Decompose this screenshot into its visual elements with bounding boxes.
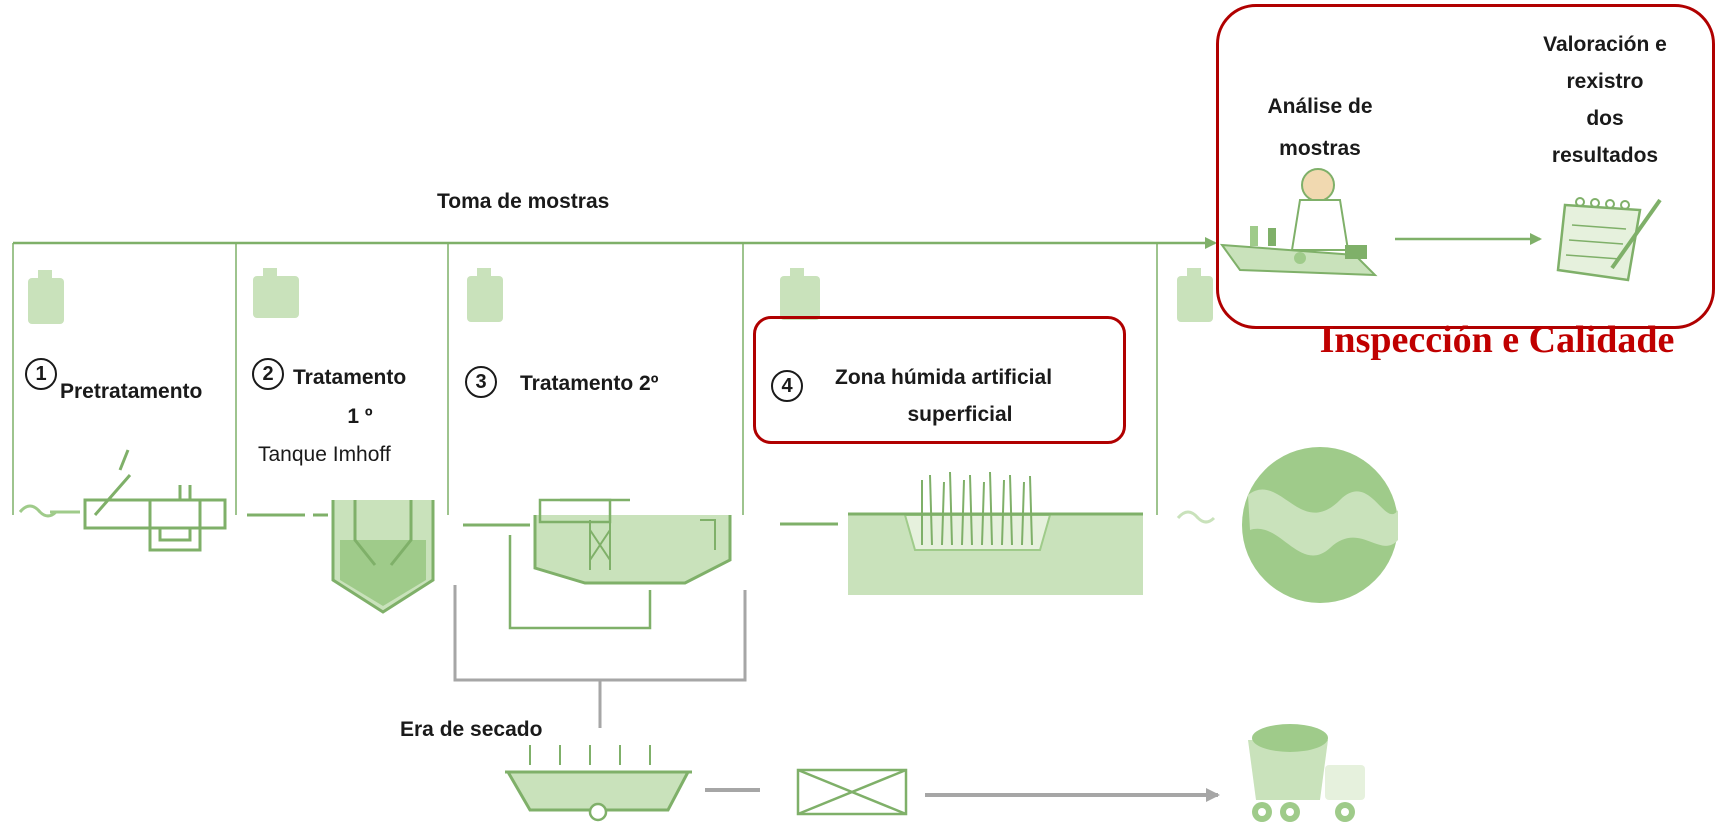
results-label-line3: dos xyxy=(1586,107,1624,130)
river-map-icon xyxy=(1242,447,1398,603)
sampling-label: Toma de mostras xyxy=(437,190,610,213)
dump-truck-icon xyxy=(1248,724,1365,822)
sample-jar-icon xyxy=(28,268,1213,324)
sludge-label: Era de secado xyxy=(400,718,543,741)
stage-4-frame xyxy=(753,316,1126,444)
notepad-icon xyxy=(1556,197,1662,282)
stage-4-number: 4 xyxy=(771,370,803,402)
clarifier-tank-icon xyxy=(533,498,732,585)
quality-section-frame xyxy=(1216,4,1715,329)
stage-1-label: Pretratamento xyxy=(60,380,203,403)
flow-wave-icon xyxy=(1176,510,1216,524)
stage-4-label-line2: superficial xyxy=(907,403,1013,426)
stage-3-label: Tratamento 2º xyxy=(520,372,659,395)
stage-4-label-line1: Zona húmida artificial xyxy=(835,366,1053,389)
container-icon xyxy=(796,768,908,816)
analysis-label-line1: Análise de xyxy=(1267,95,1373,118)
drying-bed-icon xyxy=(505,745,692,822)
results-label-line2: rexistro xyxy=(1566,70,1644,93)
stage-3-number: 3 xyxy=(465,366,497,398)
sludge-lines xyxy=(453,585,747,728)
stage-1-number: 1 xyxy=(25,358,57,390)
scientist-icon xyxy=(1219,168,1378,277)
imhoff-tank-icon xyxy=(331,500,435,614)
screen-channel-icon xyxy=(18,449,227,552)
stage-2-sublabel: Tanque Imhoff xyxy=(258,443,391,466)
results-label-line4: resultados xyxy=(1551,144,1659,167)
stage-separators xyxy=(12,243,1158,515)
stage-2-label-line2: 1 º xyxy=(347,405,373,428)
quality-title: Inspección e Calidade xyxy=(1319,319,1675,361)
analysis-label-line2: mostras xyxy=(1279,137,1361,160)
stage-2-label-line1: Tratamento xyxy=(293,366,407,389)
wetland-icon xyxy=(848,471,1143,595)
results-label-line1: Valoración e xyxy=(1543,33,1667,56)
recirculation-line xyxy=(508,535,652,630)
stage-2-number: 2 xyxy=(252,358,284,390)
